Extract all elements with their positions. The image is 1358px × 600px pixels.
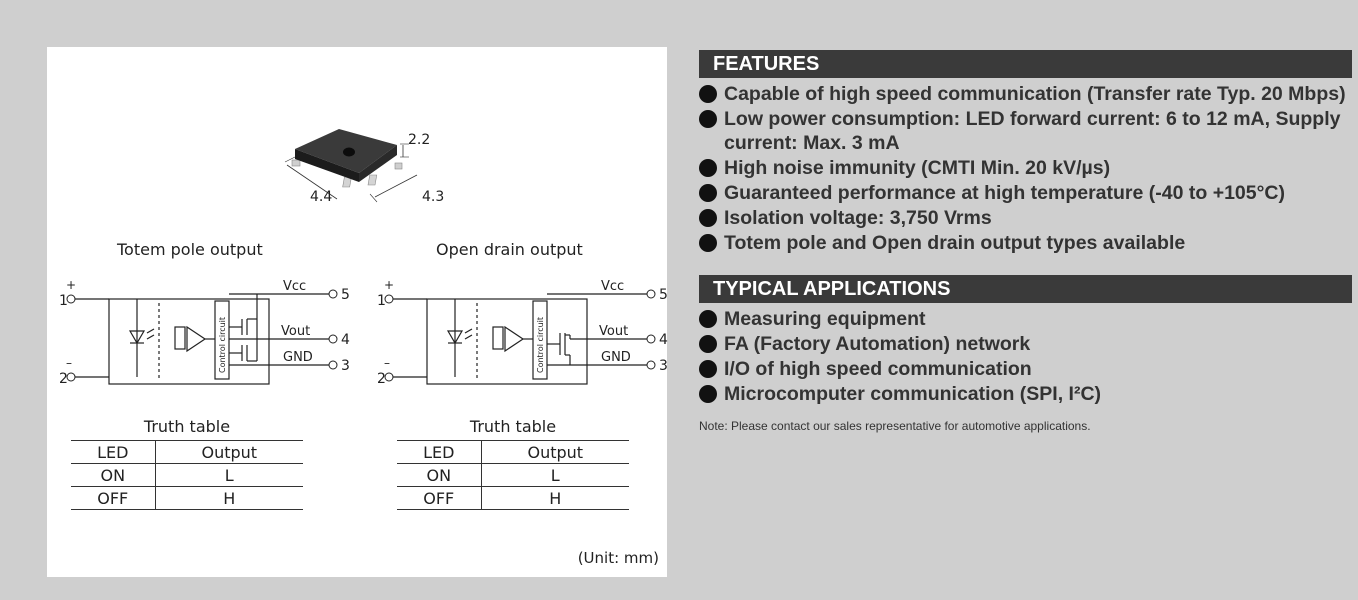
feature-text: Totem pole and Open drain output types a… [724, 232, 1186, 254]
bullet-icon [699, 335, 717, 353]
table-row: OFF H [397, 486, 629, 510]
list-item: Measuring equipment [699, 307, 1352, 331]
pin-2-label: 2 [59, 371, 68, 387]
control-circuit-label: Control circuit [536, 317, 545, 373]
bullet-icon [699, 310, 717, 328]
pin-plus-label: + [66, 278, 76, 292]
list-item: Capable of high speed communication (Tra… [699, 82, 1352, 106]
bullet-icon [699, 209, 717, 227]
circuit-title-totem: Totem pole output [117, 240, 263, 259]
applications-heading: TYPICAL APPLICATIONS [699, 275, 1352, 303]
feature-text: Isolation voltage: 3,750 Vrms [724, 207, 992, 229]
vcc-label: Vcc [283, 279, 306, 294]
pin-1-label: 1 [59, 293, 68, 309]
truth-table-header: LED [71, 440, 156, 464]
list-item: Low power consumption: LED forward curre… [699, 107, 1352, 155]
pin-3-label: 3 [341, 358, 350, 374]
truth-table-cell: OFF [71, 486, 156, 510]
bullet-icon [699, 234, 717, 252]
bullet-icon [699, 110, 717, 128]
pin-minus-label: – [384, 356, 390, 370]
list-item: Microcomputer communication (SPI, I²C) [699, 382, 1352, 406]
list-item: FA (Factory Automation) network [699, 332, 1352, 356]
automotive-note: Note: Please contact our sales represent… [699, 419, 1091, 433]
list-item: Guaranteed performance at high temperatu… [699, 181, 1352, 205]
list-item: High noise immunity (CMTI Min. 20 kV/µs) [699, 156, 1352, 180]
circuit-totem-pole: 1 + 2 – Vcc Vout GND 5 4 3 Control circu… [59, 278, 350, 387]
vout-label: Vout [599, 324, 628, 339]
vcc-label: Vcc [601, 279, 624, 294]
table-row: ON L [397, 463, 629, 487]
truth-table-totem: LED Output ON L OFF H [71, 440, 303, 510]
product-diagram-panel: 2.2 4.4 4.3 Totem pole output Open drain… [47, 47, 668, 577]
feature-text: High noise immunity (CMTI Min. 20 kV/µs) [724, 157, 1111, 179]
pin-4-label: 4 [341, 332, 350, 348]
truth-table-cell: OFF [397, 486, 482, 510]
feature-text: Low power consumption: LED forward curre… [724, 108, 1341, 154]
vout-label: Vout [281, 324, 310, 339]
dim-height-label: 2.2 [408, 132, 430, 148]
feature-text: Capable of high speed communication (Tra… [724, 83, 1346, 105]
feature-text: Guaranteed performance at high temperatu… [724, 182, 1285, 204]
truth-table-header: LED [397, 440, 482, 464]
bullet-icon [699, 385, 717, 403]
truth-table-header: Output [155, 440, 303, 464]
list-item: Totem pole and Open drain output types a… [699, 231, 1352, 255]
feature-column: FEATURES Capable of high speed communica… [699, 50, 1352, 433]
application-text: Measuring equipment [724, 308, 926, 330]
truth-table-cell: H [481, 486, 629, 510]
truth-table-title: Truth table [469, 417, 557, 436]
dim-width-label: 4.4 [310, 189, 332, 205]
truth-table-cell: L [155, 463, 303, 487]
circuit-open-drain: 1 + 2 – Vcc Vout GND 5 4 3 Control circu… [377, 278, 668, 387]
pin-minus-label: – [66, 356, 72, 370]
pin-5-label: 5 [341, 287, 350, 303]
application-text: Microcomputer communication (SPI, I²C) [724, 383, 1102, 405]
control-circuit-label: Control circuit [218, 317, 227, 373]
pin-2-label: 2 [377, 371, 386, 387]
truth-table-cell: ON [397, 463, 482, 487]
table-row: OFF H [71, 486, 303, 510]
list-item: I/O of high speed communication [699, 357, 1352, 381]
gnd-label: GND [283, 350, 313, 365]
application-text: I/O of high speed communication [724, 358, 1032, 380]
bullet-icon [699, 360, 717, 378]
package-illustration: 2.2 4.4 4.3 [284, 129, 444, 205]
table-row: ON L [71, 463, 303, 487]
unit-note: (Unit: mm) [577, 549, 659, 567]
truth-table-cell: ON [71, 463, 156, 487]
truth-table-cell: H [155, 486, 303, 510]
gnd-label: GND [601, 350, 631, 365]
pin-5-label: 5 [659, 287, 668, 303]
pin-plus-label: + [384, 278, 394, 292]
pin-4-label: 4 [659, 332, 668, 348]
applications-list: Measuring equipment FA (Factory Automati… [699, 307, 1352, 406]
truth-table-title: Truth table [143, 417, 231, 436]
bullet-icon [699, 184, 717, 202]
truth-table-open-drain: LED Output ON L OFF H [397, 440, 629, 510]
truth-table-cell: L [481, 463, 629, 487]
truth-table-header: Output [481, 440, 629, 464]
features-list: Capable of high speed communication (Tra… [699, 82, 1352, 255]
pin-3-label: 3 [659, 358, 668, 374]
dim-depth-label: 4.3 [422, 189, 444, 205]
bullet-icon [699, 159, 717, 177]
circuit-title-open-drain: Open drain output [436, 240, 583, 259]
list-item: Isolation voltage: 3,750 Vrms [699, 206, 1352, 230]
application-text: FA (Factory Automation) network [724, 333, 1031, 355]
features-heading: FEATURES [699, 50, 1352, 78]
pin-1-label: 1 [377, 293, 386, 309]
bullet-icon [699, 85, 717, 103]
